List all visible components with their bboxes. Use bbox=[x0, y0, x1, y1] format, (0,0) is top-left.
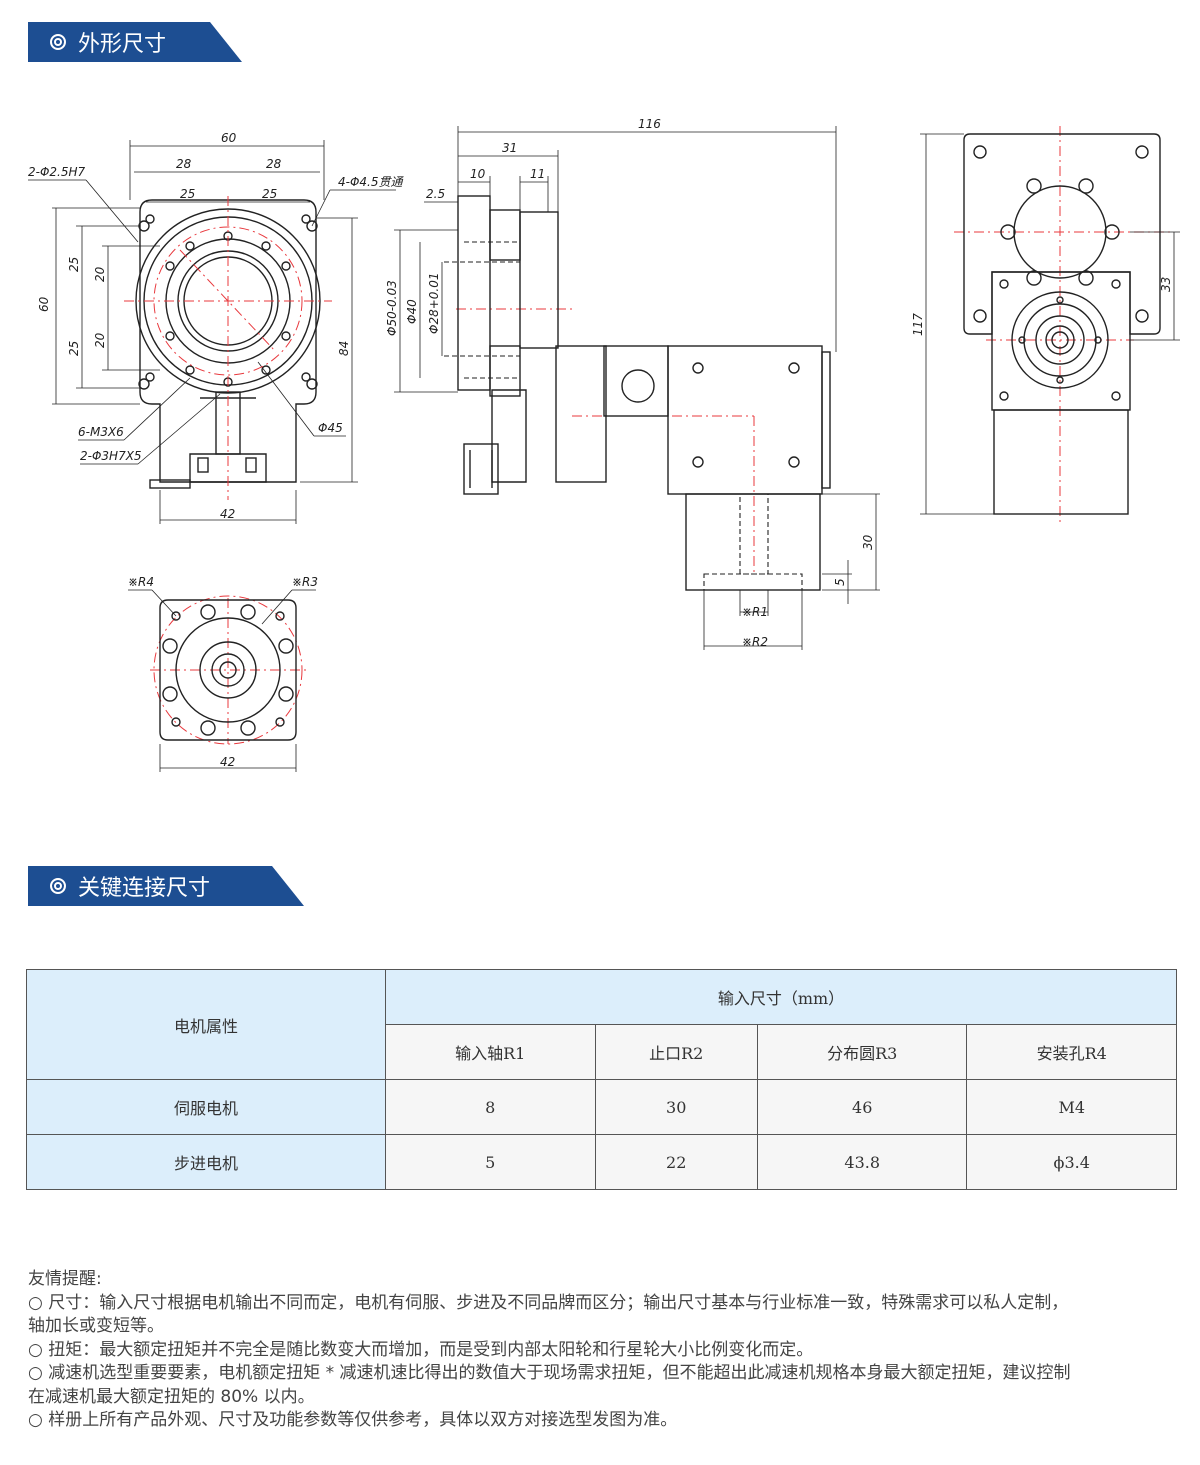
table-cell: 46 bbox=[756, 1079, 968, 1135]
label-pin: 2-Φ3H7X5 bbox=[80, 449, 142, 463]
table-row: 伺服电机 8 30 46 M4 bbox=[26, 1079, 1177, 1135]
dim-28a: 28 bbox=[176, 157, 192, 171]
label-hole-a: 2-Φ2.5H7 bbox=[28, 165, 86, 179]
table-cell: 5 bbox=[385, 1134, 596, 1190]
dim-11: 11 bbox=[530, 167, 545, 181]
circle-bullet-icon bbox=[50, 878, 66, 894]
dim-25a: 25 bbox=[180, 187, 195, 201]
dim-25d: 25 bbox=[67, 341, 81, 356]
dim-60-top: 60 bbox=[221, 131, 237, 145]
dim-10: 10 bbox=[470, 167, 486, 181]
label-thread: 6-M3X6 bbox=[78, 425, 124, 439]
notes: 友情提醒: ○ 尺寸：输入尺寸根据电机输出不同而定，电机有伺服、步进及不同品牌而… bbox=[28, 1268, 1178, 1433]
circle-bullet-icon bbox=[50, 34, 66, 50]
group-header: 输入尺寸（mm） bbox=[385, 969, 1177, 1025]
dim-25c: 25 bbox=[67, 257, 81, 272]
notes-title: 友情提醒: bbox=[28, 1269, 102, 1289]
note-item: ○ 尺寸：输入尺寸根据电机输出不同而定，电机有伺服、步进及不同品牌而区分；输出尺… bbox=[28, 1292, 1069, 1313]
note-item: ○ 扭矩：最大额定扭矩并不完全是随比数变大而增加，而是受到内部太阳轮和行星轮大小… bbox=[28, 1339, 814, 1360]
column-header: 安装孔R4 bbox=[966, 1024, 1177, 1080]
dim-33: 33 bbox=[1159, 277, 1173, 292]
dim-60-side: 60 bbox=[37, 296, 51, 312]
dim-2-5: 2.5 bbox=[426, 187, 445, 201]
dim-20a: 20 bbox=[93, 266, 107, 282]
dim-28b: 28 bbox=[266, 157, 282, 171]
section-banner-connection: 关键连接尺寸 bbox=[28, 866, 304, 906]
dim-r2: ※R2 bbox=[742, 635, 768, 649]
row-name: 步进电机 bbox=[26, 1134, 386, 1190]
note-item: ○ 样册上所有产品外观、尺寸及功能参数等仅供参考，具体以双方对接选型发图为准。 bbox=[28, 1410, 678, 1430]
table-row: 步进电机 5 22 43.8 ϕ3.4 bbox=[26, 1134, 1177, 1190]
table-cell: 30 bbox=[594, 1079, 758, 1135]
column-header: 止口R2 bbox=[594, 1024, 758, 1080]
section-title: 关键连接尺寸 bbox=[78, 876, 211, 901]
dim-d28: Φ28+0.01 bbox=[427, 273, 441, 335]
note-item: 轴加长或变短等。 bbox=[28, 1316, 164, 1336]
dim-117: 117 bbox=[911, 313, 925, 336]
dim-25b: 25 bbox=[262, 187, 277, 201]
table-cell: M4 bbox=[966, 1079, 1177, 1135]
column-header: 分布圆R3 bbox=[756, 1024, 968, 1080]
section-banner-outline: 外形尺寸 bbox=[28, 22, 242, 62]
dim-84: 84 bbox=[337, 341, 351, 356]
row-header: 电机属性 bbox=[26, 969, 386, 1080]
label-hole-b: 4-Φ4.5贯通 bbox=[338, 175, 404, 189]
dim-r1: ※R1 bbox=[742, 605, 768, 619]
section-title: 外形尺寸 bbox=[78, 32, 167, 57]
dim-42-flange: 42 bbox=[220, 755, 235, 769]
table-cell: 8 bbox=[385, 1079, 596, 1135]
dim-30: 30 bbox=[861, 534, 875, 550]
label-dia45: Φ45 bbox=[318, 421, 343, 435]
column-header: 输入轴R1 bbox=[385, 1024, 596, 1080]
row-name: 伺服电机 bbox=[26, 1079, 386, 1135]
note-item: ○ 减速机选型重要要素，电机额定扭矩 * 减速机速比得出的数值大于现场需求扭矩，… bbox=[28, 1363, 1071, 1383]
dim-5: 5 bbox=[833, 578, 847, 586]
dim-116: 116 bbox=[638, 117, 661, 131]
dim-r3: ※R3 bbox=[292, 575, 318, 589]
dim-r4: ※R4 bbox=[128, 575, 154, 589]
table-cell: 22 bbox=[594, 1134, 758, 1190]
table-cell: ϕ3.4 bbox=[966, 1134, 1177, 1190]
note-item: 在减速机最大额定扭矩的 80% 以内。 bbox=[28, 1386, 315, 1407]
dim-d40: Φ40 bbox=[405, 299, 419, 324]
dim-d50: Φ50-0.03 bbox=[385, 280, 399, 336]
dim-20b: 20 bbox=[93, 332, 107, 348]
dim-42-front: 42 bbox=[220, 507, 235, 521]
outline-drawing: 60 28 28 25 25 60 25 25 20 20 84 42 2-Φ2… bbox=[28, 117, 1180, 772]
table-cell: 43.8 bbox=[756, 1134, 968, 1190]
dim-31: 31 bbox=[502, 141, 517, 155]
connection-table: 电机属性 输入尺寸（mm） 输入轴R1 止口R2 分布圆R3 安装孔R4 伺服电… bbox=[26, 969, 1177, 1190]
